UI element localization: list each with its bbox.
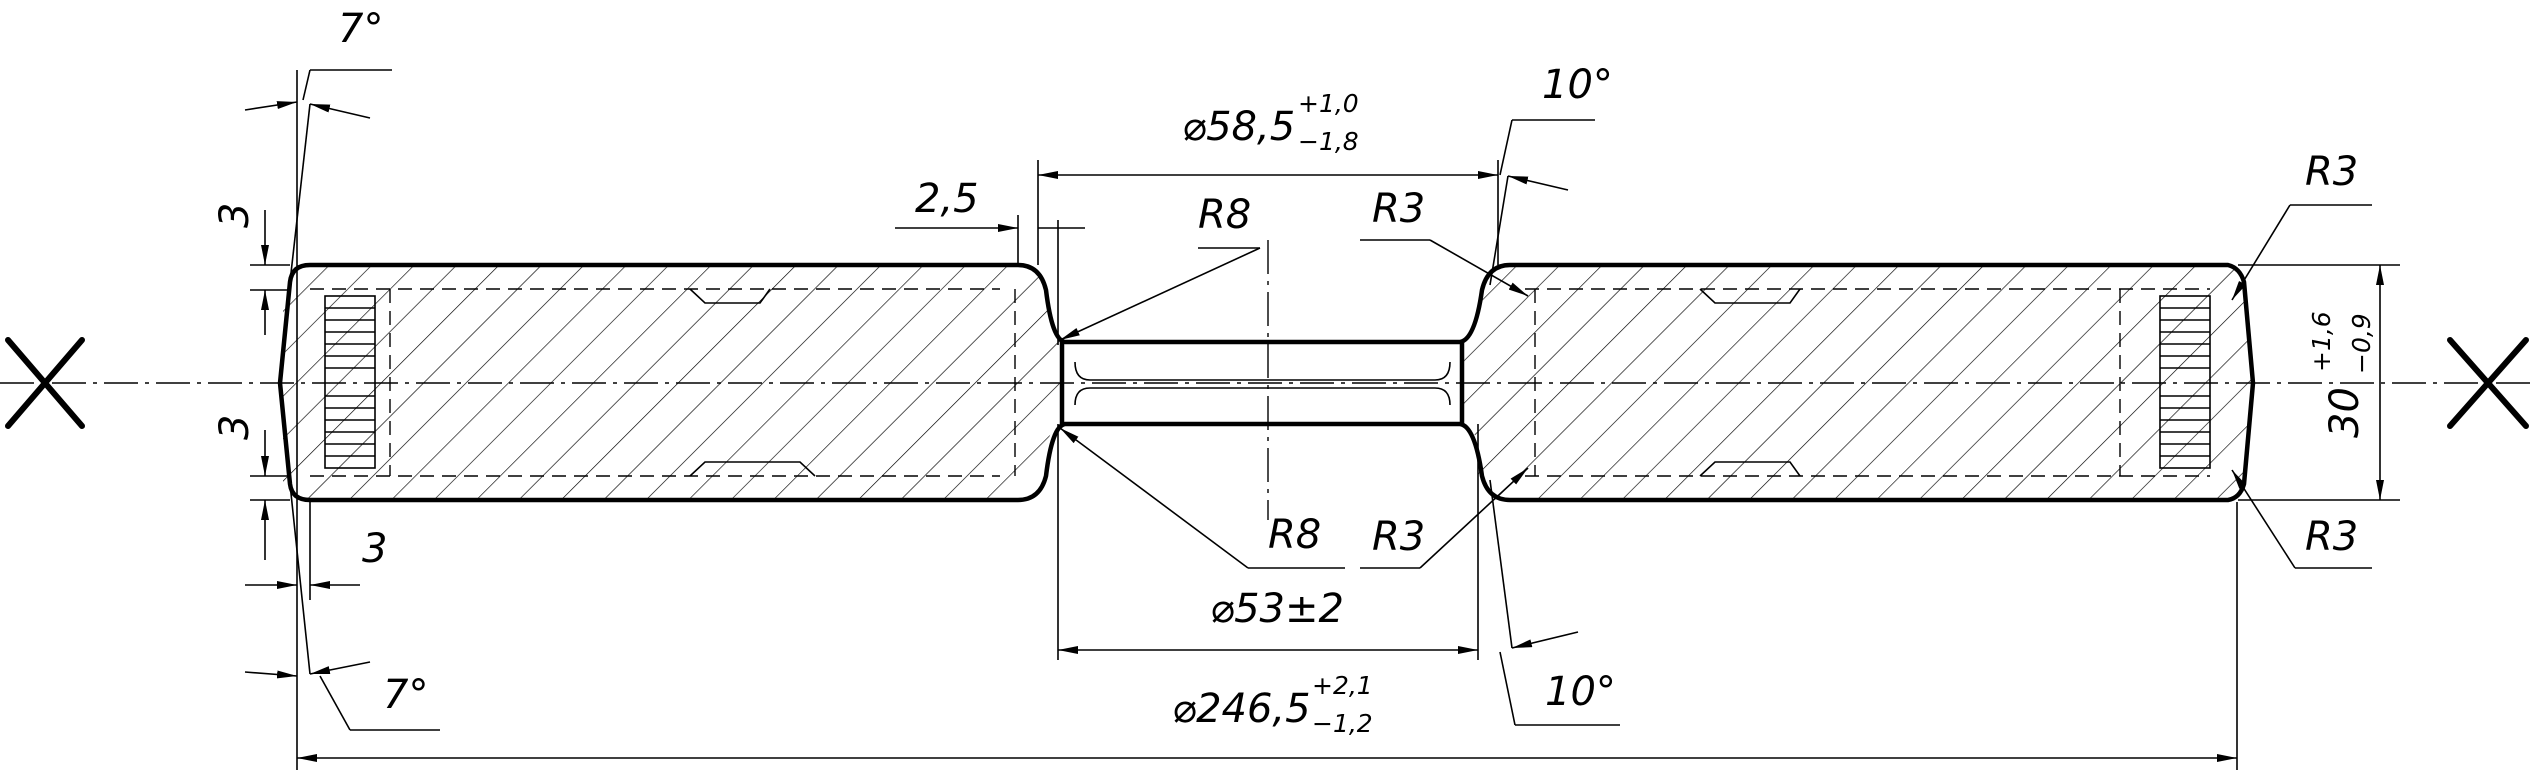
label-chamfer-top: 3 [212, 203, 258, 228]
label-chamfer-bottom: 3 [212, 415, 258, 440]
label-outer-lower: −1,2 [1312, 709, 1373, 738]
label-r3-bottom-right: R3 [2305, 514, 2358, 560]
dim-chamfer-width [245, 500, 360, 600]
label-thickness: 30 [2322, 387, 2368, 438]
dim-chamfer-bottom [250, 430, 290, 560]
leader-r3-bottom-right [2231, 469, 2372, 569]
label-outer-diameter: ⌀246,5 [1172, 686, 1311, 732]
label-r3-bottom-inner: R3 [1372, 514, 1425, 560]
left-ring-section [278, 265, 1062, 500]
label-angle-bottom-right: 10° [1545, 669, 1616, 715]
label-chamfer-width: 3 [362, 526, 387, 572]
label-thickness-lower: −0,9 [2347, 313, 2376, 374]
right-axis-cross [2447, 337, 2529, 429]
label-angle-top-right: 10° [1542, 62, 1613, 108]
dim-chamfer-top [250, 210, 290, 335]
leader-r3-top-inner [1360, 239, 1529, 297]
left-grooves [324, 295, 376, 469]
label-angle-top-left: 7° [338, 6, 383, 52]
dim-angle-top-right [1489, 119, 1595, 286]
dim-angle-bottom-right [1489, 479, 1620, 726]
center-lines [0, 240, 2535, 520]
label-r8-top: R8 [1198, 192, 1251, 238]
label-step: 2,5 [915, 176, 979, 222]
label-bore-outer-lower: −1,8 [1298, 127, 1359, 156]
bore-detail [1074, 361, 1451, 406]
right-ring-section [1462, 265, 2253, 500]
label-r3-top-right: R3 [2305, 149, 2358, 195]
dim-step [895, 215, 1085, 265]
extension-lines [250, 70, 2400, 770]
label-angle-bottom-left: 7° [383, 672, 428, 718]
label-r3-top-inner: R3 [1372, 186, 1425, 232]
label-bore-inner: ⌀53±2 [1210, 586, 1344, 632]
dim-angle-top-left [244, 69, 392, 283]
label-bore-outer-upper: +1,0 [1298, 89, 1359, 118]
leader-r8-top [1059, 247, 1261, 341]
bore-window [1062, 345, 1462, 424]
right-grooves [2159, 295, 2211, 469]
dim-angle-bottom-left [244, 483, 440, 731]
left-axis-cross [5, 337, 85, 429]
label-thickness-upper: +1,6 [2307, 311, 2336, 372]
leader-r8-bottom [1059, 427, 1345, 569]
leader-r3-top-right [2231, 204, 2372, 301]
leader-r3-bottom-inner [1360, 467, 1529, 569]
label-outer-upper: +2,1 [1312, 671, 1373, 700]
label-bore-outer: ⌀58,5 [1182, 104, 1295, 150]
label-r8-bottom: R8 [1268, 512, 1321, 558]
